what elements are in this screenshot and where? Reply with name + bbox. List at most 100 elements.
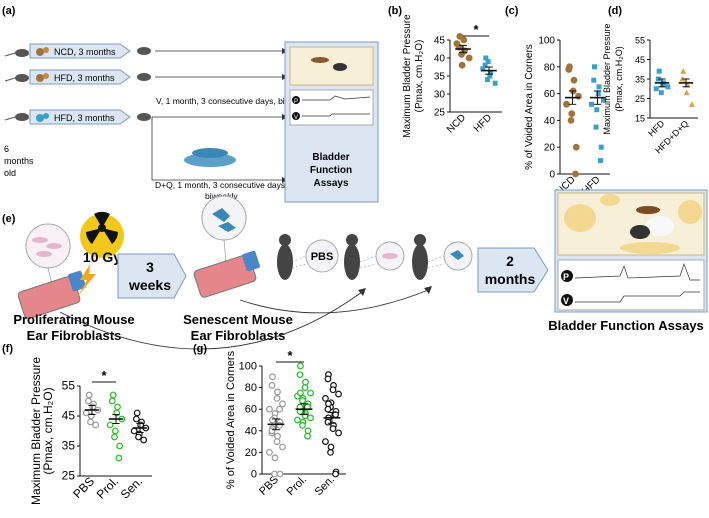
data-point: [565, 66, 573, 73]
data-point: [274, 432, 281, 440]
prolif-cells-icon: [17, 223, 86, 320]
svg-text:3: 3: [146, 259, 154, 275]
category-label: NCD: [445, 112, 468, 135]
data-point: [322, 438, 329, 446]
data-point: [276, 422, 283, 429]
y-tick-label: 15: [635, 114, 645, 124]
y-axis-label: Maximum Bladder Pressure: [402, 14, 413, 138]
data-point: [302, 378, 309, 386]
weeks-arrow: 3 weeks: [117, 253, 187, 299]
bladder-assay-box-2: P V: [554, 189, 708, 313]
data-point: [598, 144, 604, 150]
data-point: [324, 405, 332, 413]
data-point: [132, 415, 140, 423]
data-point: [591, 77, 597, 83]
data-point: [325, 400, 332, 408]
y-tick-label: 100: [239, 361, 257, 373]
months-arrow: 2 months: [477, 247, 549, 293]
data-point: [460, 36, 468, 44]
data-point: [465, 54, 473, 62]
data-point: [572, 170, 579, 178]
mouse-icon: [137, 47, 151, 121]
y-axis-label-2: (Pmax, cm.H₂O): [414, 40, 425, 113]
y-tick-label: 45: [635, 55, 645, 65]
data-point: [679, 76, 686, 82]
data-point: [658, 90, 664, 96]
y-axis-label: % of Voided Area in Corners: [524, 44, 535, 170]
data-point: [570, 76, 578, 84]
data-point: [301, 412, 309, 420]
data-point: [109, 391, 117, 399]
prolif-label-2: Ear Fibroblasts: [27, 328, 122, 343]
y-axis-label-2: (Pmax, cm.H₂O): [614, 46, 624, 112]
y-tick-label: 35: [434, 72, 446, 83]
data-point: [297, 362, 304, 370]
data-point: [307, 389, 314, 397]
y-tick-label: 80: [544, 62, 556, 73]
data-point: [596, 84, 602, 90]
data-point: [304, 432, 311, 440]
svg-text:HFD, 3 months: HFD, 3 months: [54, 113, 115, 123]
data-point: [324, 375, 332, 383]
data-point: [335, 390, 342, 398]
svg-text:Bladder: Bladder: [312, 152, 349, 163]
data-point: [133, 409, 141, 417]
data-point: [294, 416, 301, 424]
data-point: [85, 391, 93, 399]
data-point: [92, 421, 100, 429]
y-tick-label: 45: [434, 36, 446, 47]
category-label: Prol.: [94, 474, 121, 501]
y-tick-label: 25: [635, 94, 645, 104]
data-point: [655, 76, 661, 82]
panel-label-b: (b): [388, 5, 402, 17]
y-tick-label: 55: [62, 379, 76, 393]
panel-label-f: (f): [2, 343, 13, 355]
svg-text:Assays: Assays: [313, 178, 348, 189]
y-tick-label: 80: [245, 382, 257, 394]
y-tick-label: 0: [549, 170, 555, 181]
category-label: Prol.: [285, 474, 309, 498]
sig-star: *: [101, 368, 107, 383]
ncd-diet-arrow: NCD, 3 months: [29, 43, 131, 59]
data-point: [329, 425, 337, 433]
data-point: [327, 449, 334, 456]
y-tick-label: 40: [434, 54, 446, 65]
svg-text:10 Gy: 10 Gy: [83, 249, 121, 265]
data-point: [482, 62, 488, 68]
data-point: [297, 389, 304, 397]
data-point: [572, 143, 580, 151]
data-point: [660, 82, 666, 88]
panel-label-c: (c): [505, 5, 519, 17]
y-axis-label: % of Voided Area in Corners: [225, 350, 237, 489]
data-point: [266, 449, 273, 456]
bladder-assay-box: P V Bladder Function Assays: [284, 41, 379, 203]
y-tick-label: 60: [544, 89, 556, 100]
category-label: HFD: [472, 112, 494, 134]
data-point: [483, 55, 489, 61]
y-tick-label: 20: [245, 447, 257, 459]
data-point: [135, 433, 142, 441]
prolif-curve-arrow: [59, 291, 363, 350]
data-point: [273, 438, 281, 446]
data-point: [335, 429, 342, 437]
panel-label-e: (e): [2, 213, 16, 225]
data-point: [487, 73, 493, 79]
data-point: [322, 395, 329, 402]
data-point: [301, 384, 309, 392]
data-point: [296, 371, 304, 379]
svg-text:V: V: [563, 296, 569, 306]
hfd-diet-arrow: HFD, 3 months: [29, 69, 131, 85]
svg-text:P: P: [563, 272, 569, 282]
svg-text:6: 6: [4, 144, 9, 154]
data-point: [115, 454, 123, 462]
data-point: [593, 124, 599, 130]
data-point: [111, 433, 118, 441]
data-point: [456, 33, 464, 40]
data-point: [140, 436, 148, 444]
category-label: HFD: [646, 118, 667, 139]
y-axis-label: Maximum Bladder Pressure: [602, 23, 612, 134]
assays-label: Bladder Function Assays: [548, 318, 704, 333]
